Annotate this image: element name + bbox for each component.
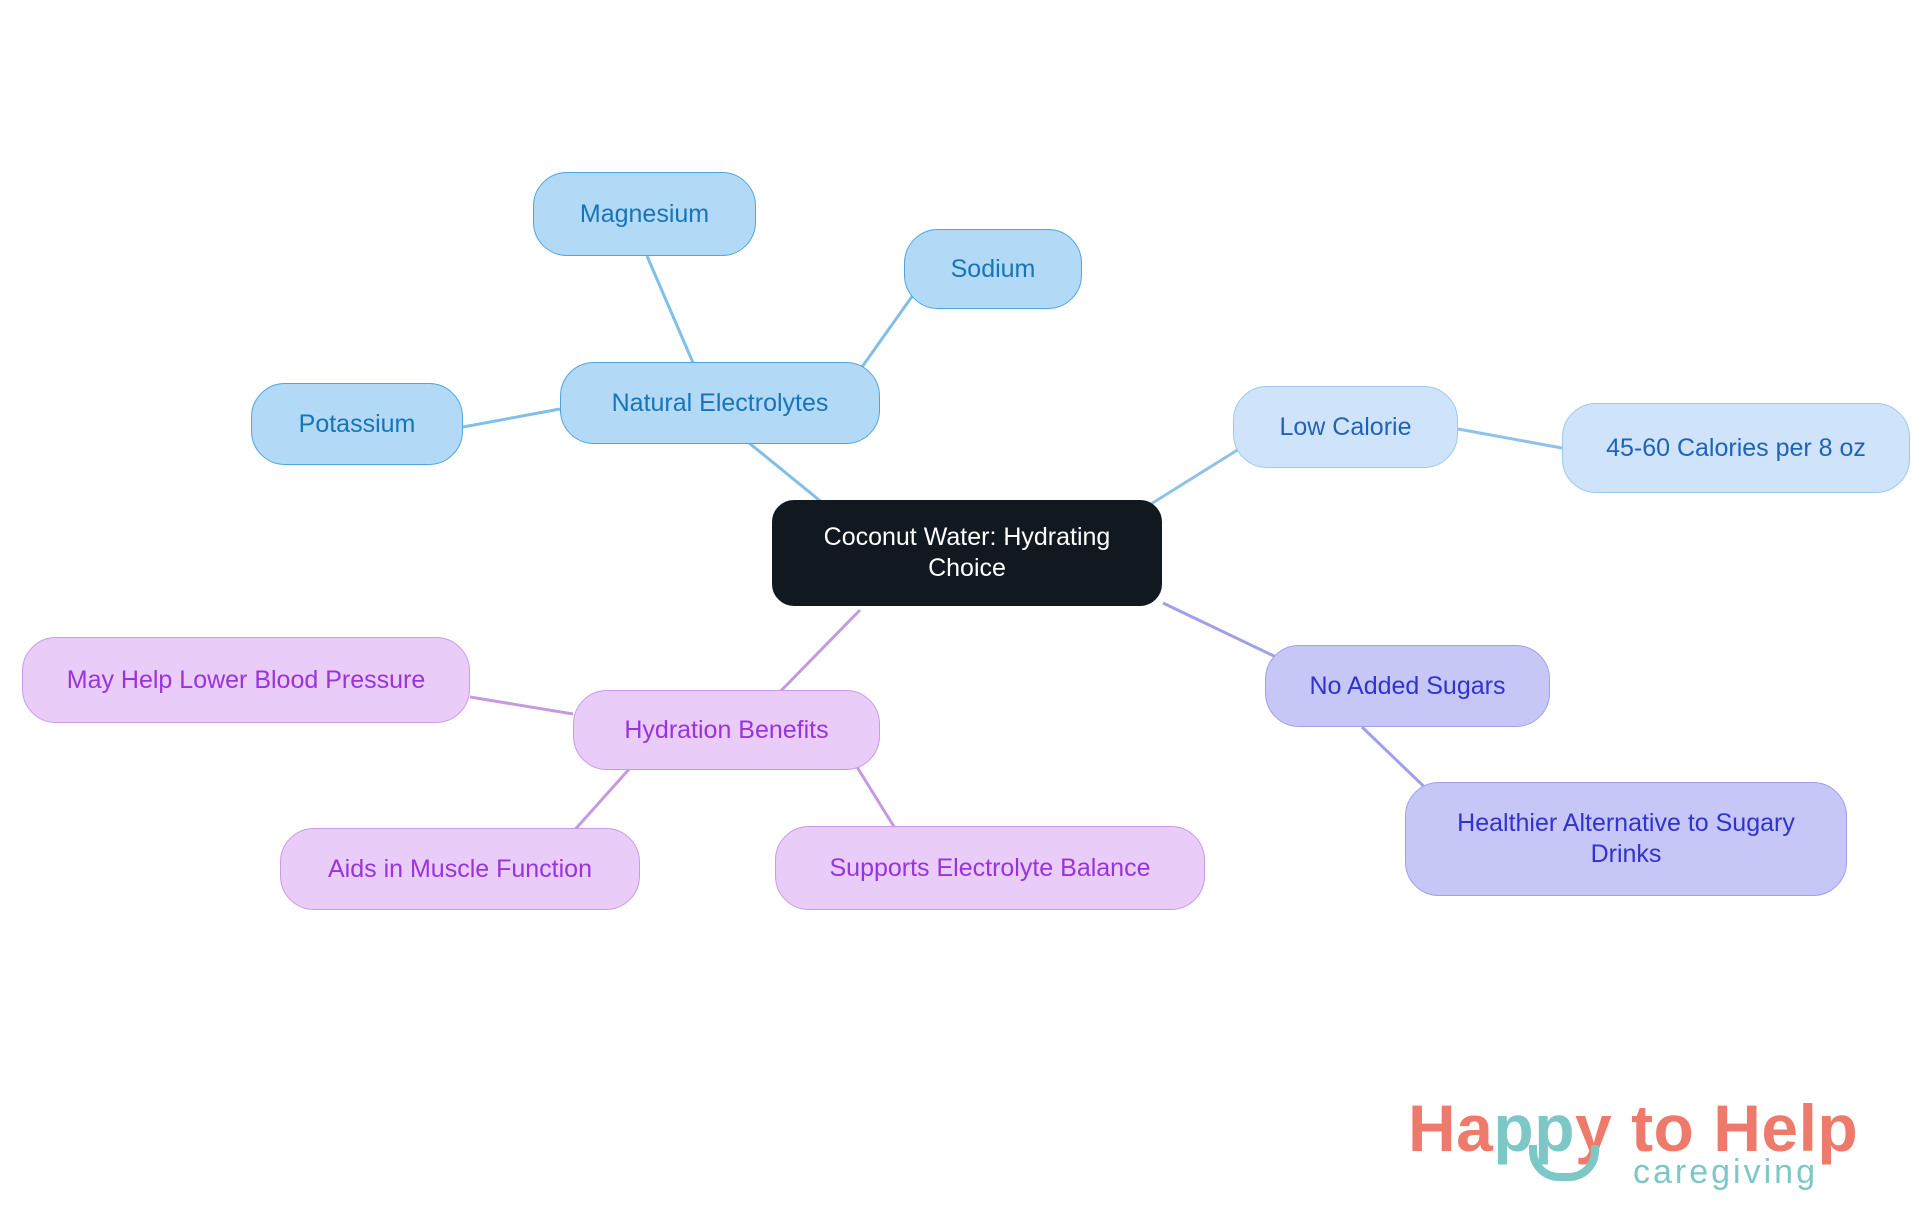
logo-text-to-help: to Help [1612,1091,1859,1165]
mindmap-node-potassium[interactable]: Potassium [251,383,463,465]
logo-text-ha: Ha [1408,1091,1494,1165]
logo-tagline: caregiving [1633,1153,1818,1191]
edge-low-calorie-calories [1457,427,1563,450]
edge-electrolytes-magnesium [645,255,699,373]
mindmap-node-hydration-benefits[interactable]: Hydration Benefits [573,690,880,770]
edge-hydration-lower-bp [469,695,574,716]
mindmap-node-calories-per-8oz[interactable]: 45-60 Calories per 8 oz [1562,403,1910,493]
edge-root-low-calorie [1150,442,1248,506]
brand-logo: Happy to Help caregiving [1408,1090,1908,1200]
edge-electrolytes-sodium [860,287,920,368]
mindmap-node-no-added-sugars[interactable]: No Added Sugars [1265,645,1550,727]
mindmap-root-node[interactable]: Coconut Water: Hydrating Choice [772,500,1162,606]
mindmap-node-low-calorie[interactable]: Low Calorie [1233,386,1458,468]
mindmap-node-sodium[interactable]: Sodium [904,229,1082,309]
mindmap-node-natural-electrolytes[interactable]: Natural Electrolytes [560,362,880,444]
mindmap-node-magnesium[interactable]: Magnesium [533,172,756,256]
mindmap-node-muscle-function[interactable]: Aids in Muscle Function [280,828,640,910]
edge-root-no-added-sugars [1162,601,1277,659]
mindmap-node-electrolyte-balance[interactable]: Supports Electrolyte Balance [775,826,1205,910]
mindmap-node-healthier-alternative[interactable]: Healthier Alternative to Sugary Drinks [1405,782,1847,896]
smile-icon [1529,1145,1599,1181]
edge-root-hydration-benefits [770,608,862,702]
edge-electrolytes-potassium [462,407,561,429]
logo-wordmark: Happy to Help [1408,1090,1858,1166]
mindmap-node-lower-blood-pressure[interactable]: May Help Lower Blood Pressure [22,637,470,723]
